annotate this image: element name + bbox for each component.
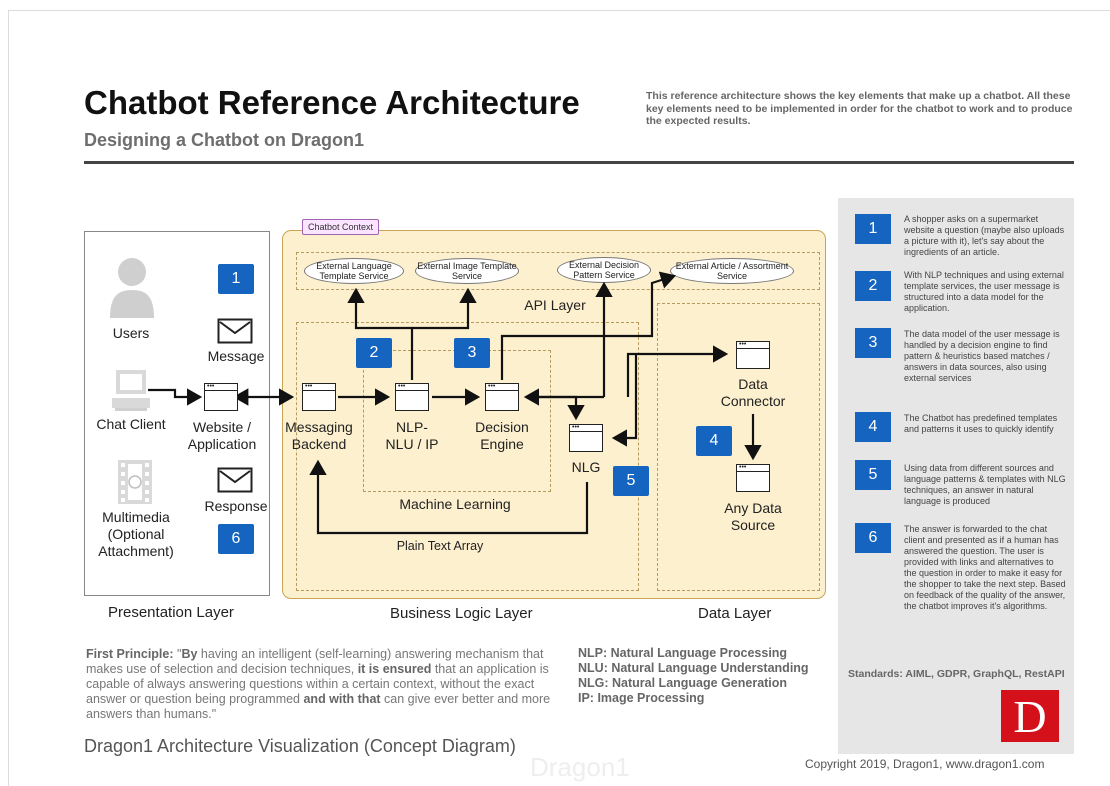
intro-text: This reference architecture shows the ke… bbox=[646, 90, 1073, 127]
messaging-backend-label: Messaging Backend bbox=[285, 419, 353, 452]
definition-nlu: NLU: Natural Language Understanding bbox=[578, 661, 809, 675]
users-label: Users bbox=[112, 325, 150, 341]
copyright-text: Copyright 2019, Dragon1, www.dragon1.com bbox=[805, 757, 1045, 771]
decision-engine-label: Decision Engine bbox=[475, 419, 529, 452]
external-article-assortment-service: External Article / Assortment Service bbox=[670, 258, 794, 284]
multimedia-label: Multimedia (Optional Attachment) bbox=[98, 509, 174, 559]
api-layer-box bbox=[296, 252, 820, 290]
external-image-template-service: External Image Template Service bbox=[415, 258, 519, 284]
header-divider bbox=[84, 161, 1074, 164]
step-4-text: The Chatbot has predefined templates and… bbox=[904, 413, 1058, 434]
page-frame bbox=[8, 10, 1110, 786]
computer-icon bbox=[112, 370, 150, 411]
page-subtitle: Designing a Chatbot on Dragon1 bbox=[84, 130, 365, 150]
step-badge-6: 6 bbox=[218, 524, 254, 554]
standards-text: Standards: AIML, GDPR, GraphQL, RestAPI bbox=[848, 668, 1065, 680]
page-title: Chatbot Reference Architecture bbox=[84, 84, 580, 121]
nlp-nlu-ip-label: NLP- NLU / IP bbox=[385, 419, 439, 452]
plain-text-array-label: Plain Text Array bbox=[396, 539, 484, 553]
first-principle-text: First Principle: "By having an intellige… bbox=[86, 647, 551, 721]
website-application-window bbox=[204, 383, 238, 411]
steps-panel: 1 A shopper asks on a supermarket websit… bbox=[838, 198, 1074, 754]
chatbot-context-box bbox=[282, 230, 826, 599]
panel-badge-6: 6 bbox=[855, 523, 891, 553]
external-language-template-service: External Language Template Service bbox=[304, 258, 404, 284]
data-connector-label: Data Connector bbox=[720, 376, 786, 409]
step-badge-3: 3 bbox=[454, 338, 490, 368]
chatbot-context-tag: Chatbot Context bbox=[302, 219, 380, 235]
panel-badge-1: 1 bbox=[855, 214, 891, 244]
step-badge-5: 5 bbox=[613, 466, 649, 496]
message-label: Message bbox=[207, 348, 265, 364]
data-layer-box bbox=[657, 303, 820, 591]
message-envelope-icon bbox=[217, 318, 253, 344]
step-1-text: A shopper asks on a supermarket website … bbox=[904, 214, 1065, 257]
step-badge-4: 4 bbox=[696, 426, 732, 456]
step-2-text: With NLP techniques and using external t… bbox=[904, 270, 1064, 313]
step-badge-2: 2 bbox=[356, 338, 392, 368]
api-layer-label: API Layer bbox=[524, 297, 586, 313]
data-source-window bbox=[736, 464, 770, 492]
panel-badge-4: 4 bbox=[855, 412, 891, 442]
step-6-text: The answer is forwarded to the chat clie… bbox=[904, 524, 1066, 611]
step-badge-1: 1 bbox=[218, 264, 254, 294]
any-data-source-label: Any Data Source bbox=[724, 500, 782, 533]
machine-learning-label: Machine Learning bbox=[399, 496, 511, 512]
response-label: Response bbox=[204, 498, 268, 514]
dragon1-watermark: Dragon1 bbox=[530, 752, 630, 782]
step-5-text: Using data from different sources and la… bbox=[904, 463, 1066, 506]
decision-engine-window bbox=[485, 383, 519, 411]
website-application-label: Website / Application bbox=[187, 419, 257, 452]
response-envelope-icon bbox=[217, 467, 253, 493]
panel-badge-5: 5 bbox=[855, 460, 891, 490]
first-principle-label: First Principle: bbox=[86, 647, 174, 661]
definition-nlp: NLP: Natural Language Processing bbox=[578, 646, 788, 660]
abbreviation-definitions: NLP: Natural Language Processing NLU: Na… bbox=[578, 646, 809, 706]
definition-ip: IP: Image Processing bbox=[578, 691, 705, 705]
footer-caption: Dragon1 Architecture Visualization (Conc… bbox=[84, 736, 516, 756]
multimedia-film-icon bbox=[118, 460, 152, 504]
chat-client-label: Chat Client bbox=[96, 416, 166, 432]
user-icon bbox=[110, 258, 154, 318]
business-logic-layer-label: Business Logic Layer bbox=[390, 605, 533, 622]
data-connector-window bbox=[736, 341, 770, 369]
dragon1-logo: D bbox=[1001, 690, 1059, 742]
panel-badge-3: 3 bbox=[855, 328, 891, 358]
data-layer-label: Data Layer bbox=[698, 605, 772, 622]
presentation-layer-label: Presentation Layer bbox=[108, 604, 234, 621]
messaging-backend-window bbox=[302, 383, 336, 411]
nlp-window bbox=[395, 383, 429, 411]
panel-badge-2: 2 bbox=[855, 271, 891, 301]
nlg-label: NLG bbox=[571, 459, 601, 475]
nlg-window bbox=[569, 424, 603, 452]
external-decision-pattern-service: External Decision Pattern Service bbox=[557, 257, 651, 283]
step-3-text: The data model of the user message is ha… bbox=[904, 329, 1060, 383]
definition-nlg: NLG: Natural Language Generation bbox=[578, 676, 788, 690]
